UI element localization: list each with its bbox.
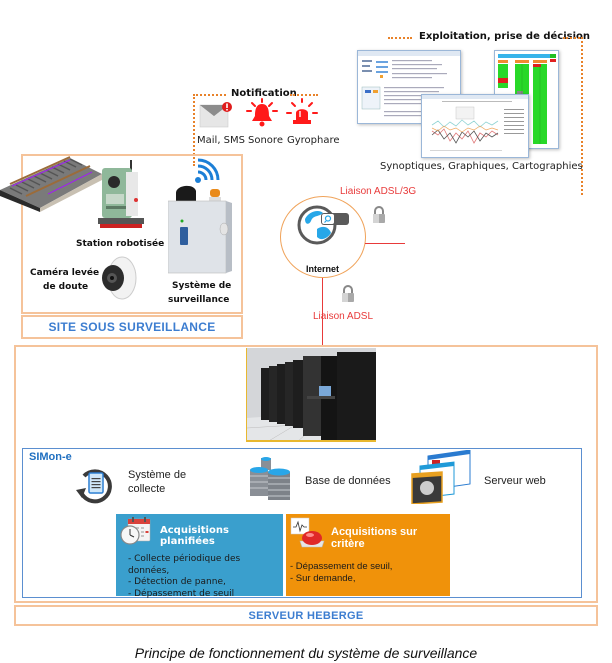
collection-system-label-line2: collecte — [128, 483, 166, 495]
alarm-button-icon — [290, 517, 326, 549]
notification-connector-right — [290, 94, 318, 96]
wireless-signal-icon — [194, 158, 220, 184]
criteria-acquisition-item: - Dépassement de seuil, — [290, 561, 393, 572]
notification-connector-down — [193, 94, 195, 166]
graph-screenshot — [421, 94, 529, 158]
site-label-box: SITE SOUS SURVEILLANCE — [21, 315, 243, 339]
simone-title: SIMon-e — [29, 451, 72, 463]
database-icon — [248, 456, 294, 502]
link-adsl-line — [322, 278, 323, 346]
planned-acquisition-item: - Collecte périodique des données, — [128, 554, 241, 576]
server-label-box: SERVEUR HEBERGE — [14, 605, 598, 626]
monitoring-cabinet-image — [167, 183, 234, 275]
criteria-acquisitions-list: - Dépassement de seuil, - Sur demande, — [290, 561, 392, 584]
link-adsl-3g-label: Liaison ADSL/3G — [340, 186, 417, 197]
link-adsl-label: Liaison ADSL — [313, 311, 374, 322]
web-server-icon — [410, 449, 476, 505]
exploitation-connector-down — [581, 37, 583, 195]
notification-beacon-label: Gyrophare — [287, 135, 340, 146]
criteria-acquisitions-panel: Acquisitions sur critère - Dépassement d… — [286, 514, 450, 596]
internet-node — [280, 196, 366, 278]
exploitation-connector-left — [388, 37, 412, 39]
robotic-station-label: Station robotisée — [76, 239, 165, 249]
lock-icon-adsl — [341, 285, 355, 303]
link-adsl-3g-line — [365, 243, 405, 244]
exploitation-caption: Synoptiques, Graphiques, Cartographies — [380, 161, 583, 172]
robotic-station-image — [96, 160, 146, 230]
camera-label-line2: de doute — [43, 282, 89, 292]
server-label: SERVEUR HEBERGE — [248, 609, 364, 622]
monitoring-system-label-line1: Système de — [172, 281, 232, 291]
notification-title: Notification — [227, 88, 301, 99]
alarm-bell-icon — [246, 98, 278, 128]
mail-alert-icon — [198, 99, 234, 129]
notification-connector-left — [193, 94, 229, 96]
camera-label-line1: Caméra levée — [30, 268, 100, 278]
calendar-clock-icon — [120, 516, 152, 546]
criteria-acquisitions-title: Acquisitions sur critère — [331, 526, 418, 550]
exploitation-title: Exploitation, prise de décision — [415, 31, 594, 42]
planned-acquisitions-panel: Acquisitions planifiées - Collecte pério… — [116, 514, 283, 599]
notification-mail-label: Mail, SMS — [197, 135, 245, 146]
planned-acquisition-item: - Détection de panne, — [128, 577, 226, 587]
planned-acquisition-item: - Dépassement de seuil — [128, 588, 235, 599]
criteria-acquisition-item: - Sur demande, — [290, 572, 356, 584]
planned-acquisitions-title: Acquisitions planifiées — [160, 525, 229, 547]
camera-image — [98, 256, 138, 300]
datacenter-image — [246, 348, 376, 442]
figure-caption: Principe de fonctionnement du système de… — [134, 645, 478, 661]
lock-icon-adsl-3g — [372, 206, 386, 224]
internet-label: Internet — [306, 264, 340, 274]
collection-system-icon — [74, 466, 118, 504]
monitoring-system-label-line2: surveillance — [168, 295, 230, 305]
simone-box: SIMon-e — [22, 448, 582, 598]
railway-track-image — [0, 150, 104, 212]
internet-globe-icon — [297, 203, 351, 247]
database-label: Base de données — [305, 475, 391, 487]
site-box — [21, 154, 243, 314]
planned-acquisitions-list: - Collecte périodique des données, - Dét… — [128, 554, 283, 600]
site-label: SITE SOUS SURVEILLANCE — [48, 320, 216, 334]
exploitation-connector-right — [563, 37, 583, 39]
server-box — [14, 345, 598, 603]
collection-system-label-line1: Système de — [128, 469, 187, 481]
beacon-light-icon — [286, 98, 318, 128]
notification-sound-label: Sonore — [248, 135, 283, 146]
synoptic-screenshot — [357, 50, 461, 124]
web-server-label: Serveur web — [484, 475, 546, 487]
